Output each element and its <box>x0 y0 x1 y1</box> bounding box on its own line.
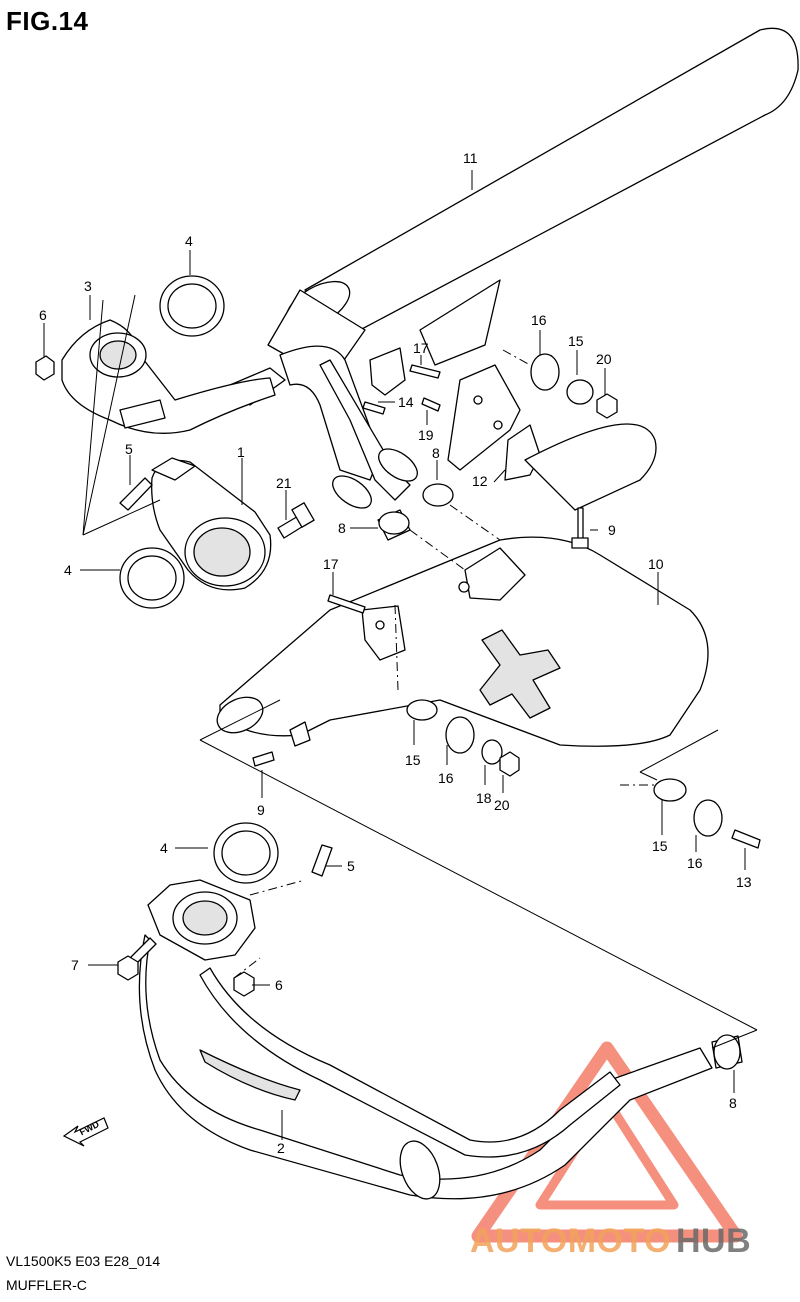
callout-17[interactable]: 17 <box>413 340 429 356</box>
callout-16[interactable]: 16 <box>438 770 454 786</box>
part-4-gasket-bottom[interactable] <box>213 822 279 884</box>
callout-9[interactable]: 9 <box>257 802 265 818</box>
callout-6[interactable]: 6 <box>39 307 47 323</box>
callout-16[interactable]: 16 <box>687 855 703 871</box>
part-6-nut-bottom[interactable] <box>233 971 255 997</box>
callout-17[interactable]: 17 <box>323 556 339 572</box>
part-10-lower-muffler[interactable] <box>211 423 709 747</box>
watermark-text: AUTOMOTO HUB <box>470 1222 751 1260</box>
parts-8-rubber-grommets[interactable] <box>377 483 743 1070</box>
callout-12[interactable]: 12 <box>472 473 488 489</box>
callout-4[interactable]: 4 <box>64 562 72 578</box>
part-3-flange[interactable] <box>61 319 276 434</box>
callout-labels: 11 4 3 6 5 1 21 4 16 15 20 17 14 19 8 12… <box>39 150 752 1156</box>
callout-15[interactable]: 15 <box>405 752 421 768</box>
leader-lines <box>43 170 746 1140</box>
figure-name: MUFFLER-C <box>6 1277 87 1293</box>
callout-11[interactable]: 11 <box>463 150 478 166</box>
callout-19[interactable]: 19 <box>418 427 434 443</box>
part-7-bolt[interactable] <box>117 937 157 981</box>
callout-5[interactable]: 5 <box>347 858 355 874</box>
callout-20[interactable]: 20 <box>596 351 612 367</box>
part-2-exhaust-pipe[interactable] <box>138 934 713 1204</box>
callout-2[interactable]: 2 <box>277 1140 285 1156</box>
callout-4[interactable]: 4 <box>160 840 168 856</box>
part-4-gasket-mid[interactable] <box>119 547 185 609</box>
callout-5[interactable]: 5 <box>125 441 133 457</box>
assembly-outline-lines <box>82 294 758 1049</box>
part-5-stud-bolt-top[interactable] <box>119 477 153 511</box>
callout-18[interactable]: 18 <box>476 790 492 806</box>
callout-15[interactable]: 15 <box>652 838 668 854</box>
callout-6[interactable]: 6 <box>275 977 283 993</box>
parts-15-16-18-20-lower-mid[interactable] <box>406 699 520 777</box>
parts-15-16-13-lower-right[interactable] <box>653 778 761 849</box>
callout-7[interactable]: 7 <box>71 957 79 973</box>
callout-20[interactable]: 20 <box>494 797 510 813</box>
figure-title: FIG.14 <box>6 6 89 36</box>
parts-15-16-spacers-upper[interactable] <box>530 353 618 419</box>
callout-3[interactable]: 3 <box>84 278 92 294</box>
callout-8[interactable]: 8 <box>432 445 440 461</box>
part-6-nut-top[interactable] <box>35 355 55 381</box>
callout-13[interactable]: 13 <box>736 874 752 890</box>
part-5-stud-bolt-bottom[interactable] <box>311 844 333 877</box>
callout-10[interactable]: 10 <box>648 556 664 572</box>
callout-1[interactable]: 1 <box>237 444 245 460</box>
callout-14[interactable]: 14 <box>398 394 414 410</box>
callout-8[interactable]: 8 <box>338 520 346 536</box>
model-code: VL1500K5 E03 E28_014 <box>6 1253 161 1269</box>
callout-15[interactable]: 15 <box>568 333 584 349</box>
callout-9[interactable]: 9 <box>608 522 616 538</box>
callout-4[interactable]: 4 <box>185 233 193 249</box>
callout-21[interactable]: 21 <box>276 475 292 491</box>
bolts-9-14-17-19[interactable] <box>252 364 589 767</box>
watermark-hub: HUB <box>676 1222 751 1260</box>
callout-8[interactable]: 8 <box>729 1095 737 1111</box>
connection-lines <box>233 349 655 979</box>
callout-16[interactable]: 16 <box>531 312 547 328</box>
part-21-bolt[interactable] <box>277 502 315 539</box>
part-flange-bottom[interactable] <box>147 879 256 961</box>
part-4-gasket-top[interactable] <box>159 275 225 337</box>
watermark-automoto: AUTOMOTO <box>470 1222 671 1260</box>
part-1-pipe-joint[interactable] <box>151 457 272 591</box>
fwd-arrow-icon <box>62 1117 109 1147</box>
